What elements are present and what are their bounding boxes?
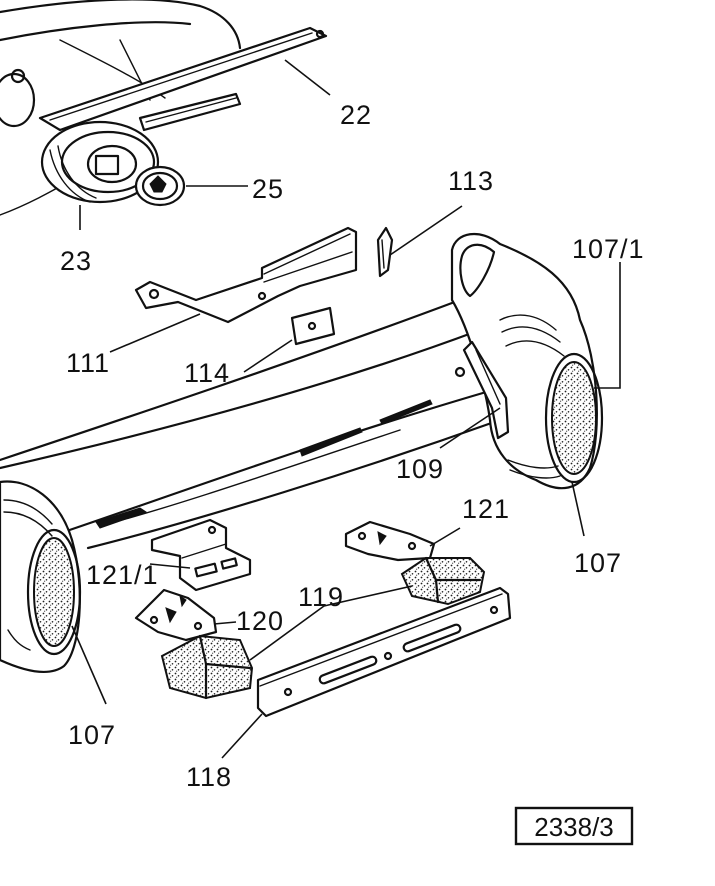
label-25: 25	[252, 174, 284, 204]
pad-114	[290, 306, 336, 346]
overrider-right-107	[450, 232, 604, 490]
label-107-right: 107	[574, 548, 622, 578]
label-120: 120	[236, 606, 284, 636]
bracket-111	[134, 226, 358, 324]
rubber-block-front	[160, 634, 254, 700]
label-119: 119	[298, 582, 344, 612]
packing-113	[376, 226, 394, 278]
label-121-1: 121/1	[86, 560, 159, 590]
leader-lines	[71, 59, 621, 759]
left-fitting	[0, 68, 36, 128]
label-114: 114	[184, 358, 230, 388]
label-22: 22	[340, 100, 372, 130]
body-panel-outline	[0, 0, 242, 216]
beading-109	[462, 340, 510, 440]
label-23: 23	[60, 246, 92, 276]
label-121: 121	[462, 494, 510, 524]
bracket-121	[344, 520, 436, 562]
label-111: 111	[66, 348, 110, 378]
clamp-plate-120	[134, 588, 218, 642]
mounting-bar-118	[256, 586, 512, 718]
label-107-left: 107	[68, 720, 116, 750]
rubber-block-rear	[400, 556, 486, 606]
label-118: 118	[186, 762, 232, 792]
label-113: 113	[448, 166, 494, 196]
part-labels: 22 23 25 113 107/1 111 114 109 121 107 1…	[60, 100, 645, 792]
label-109: 109	[396, 454, 444, 484]
badge-25	[134, 165, 186, 207]
grille-trim-strip	[38, 26, 328, 132]
bracket-121-1	[150, 518, 252, 592]
overrider-left-107	[0, 480, 82, 674]
label-107-1: 107/1	[572, 234, 645, 264]
reference-number: 2338/3	[534, 812, 614, 842]
bezel-assembly-23	[40, 120, 160, 204]
reference-box: 2338/3	[514, 806, 634, 846]
